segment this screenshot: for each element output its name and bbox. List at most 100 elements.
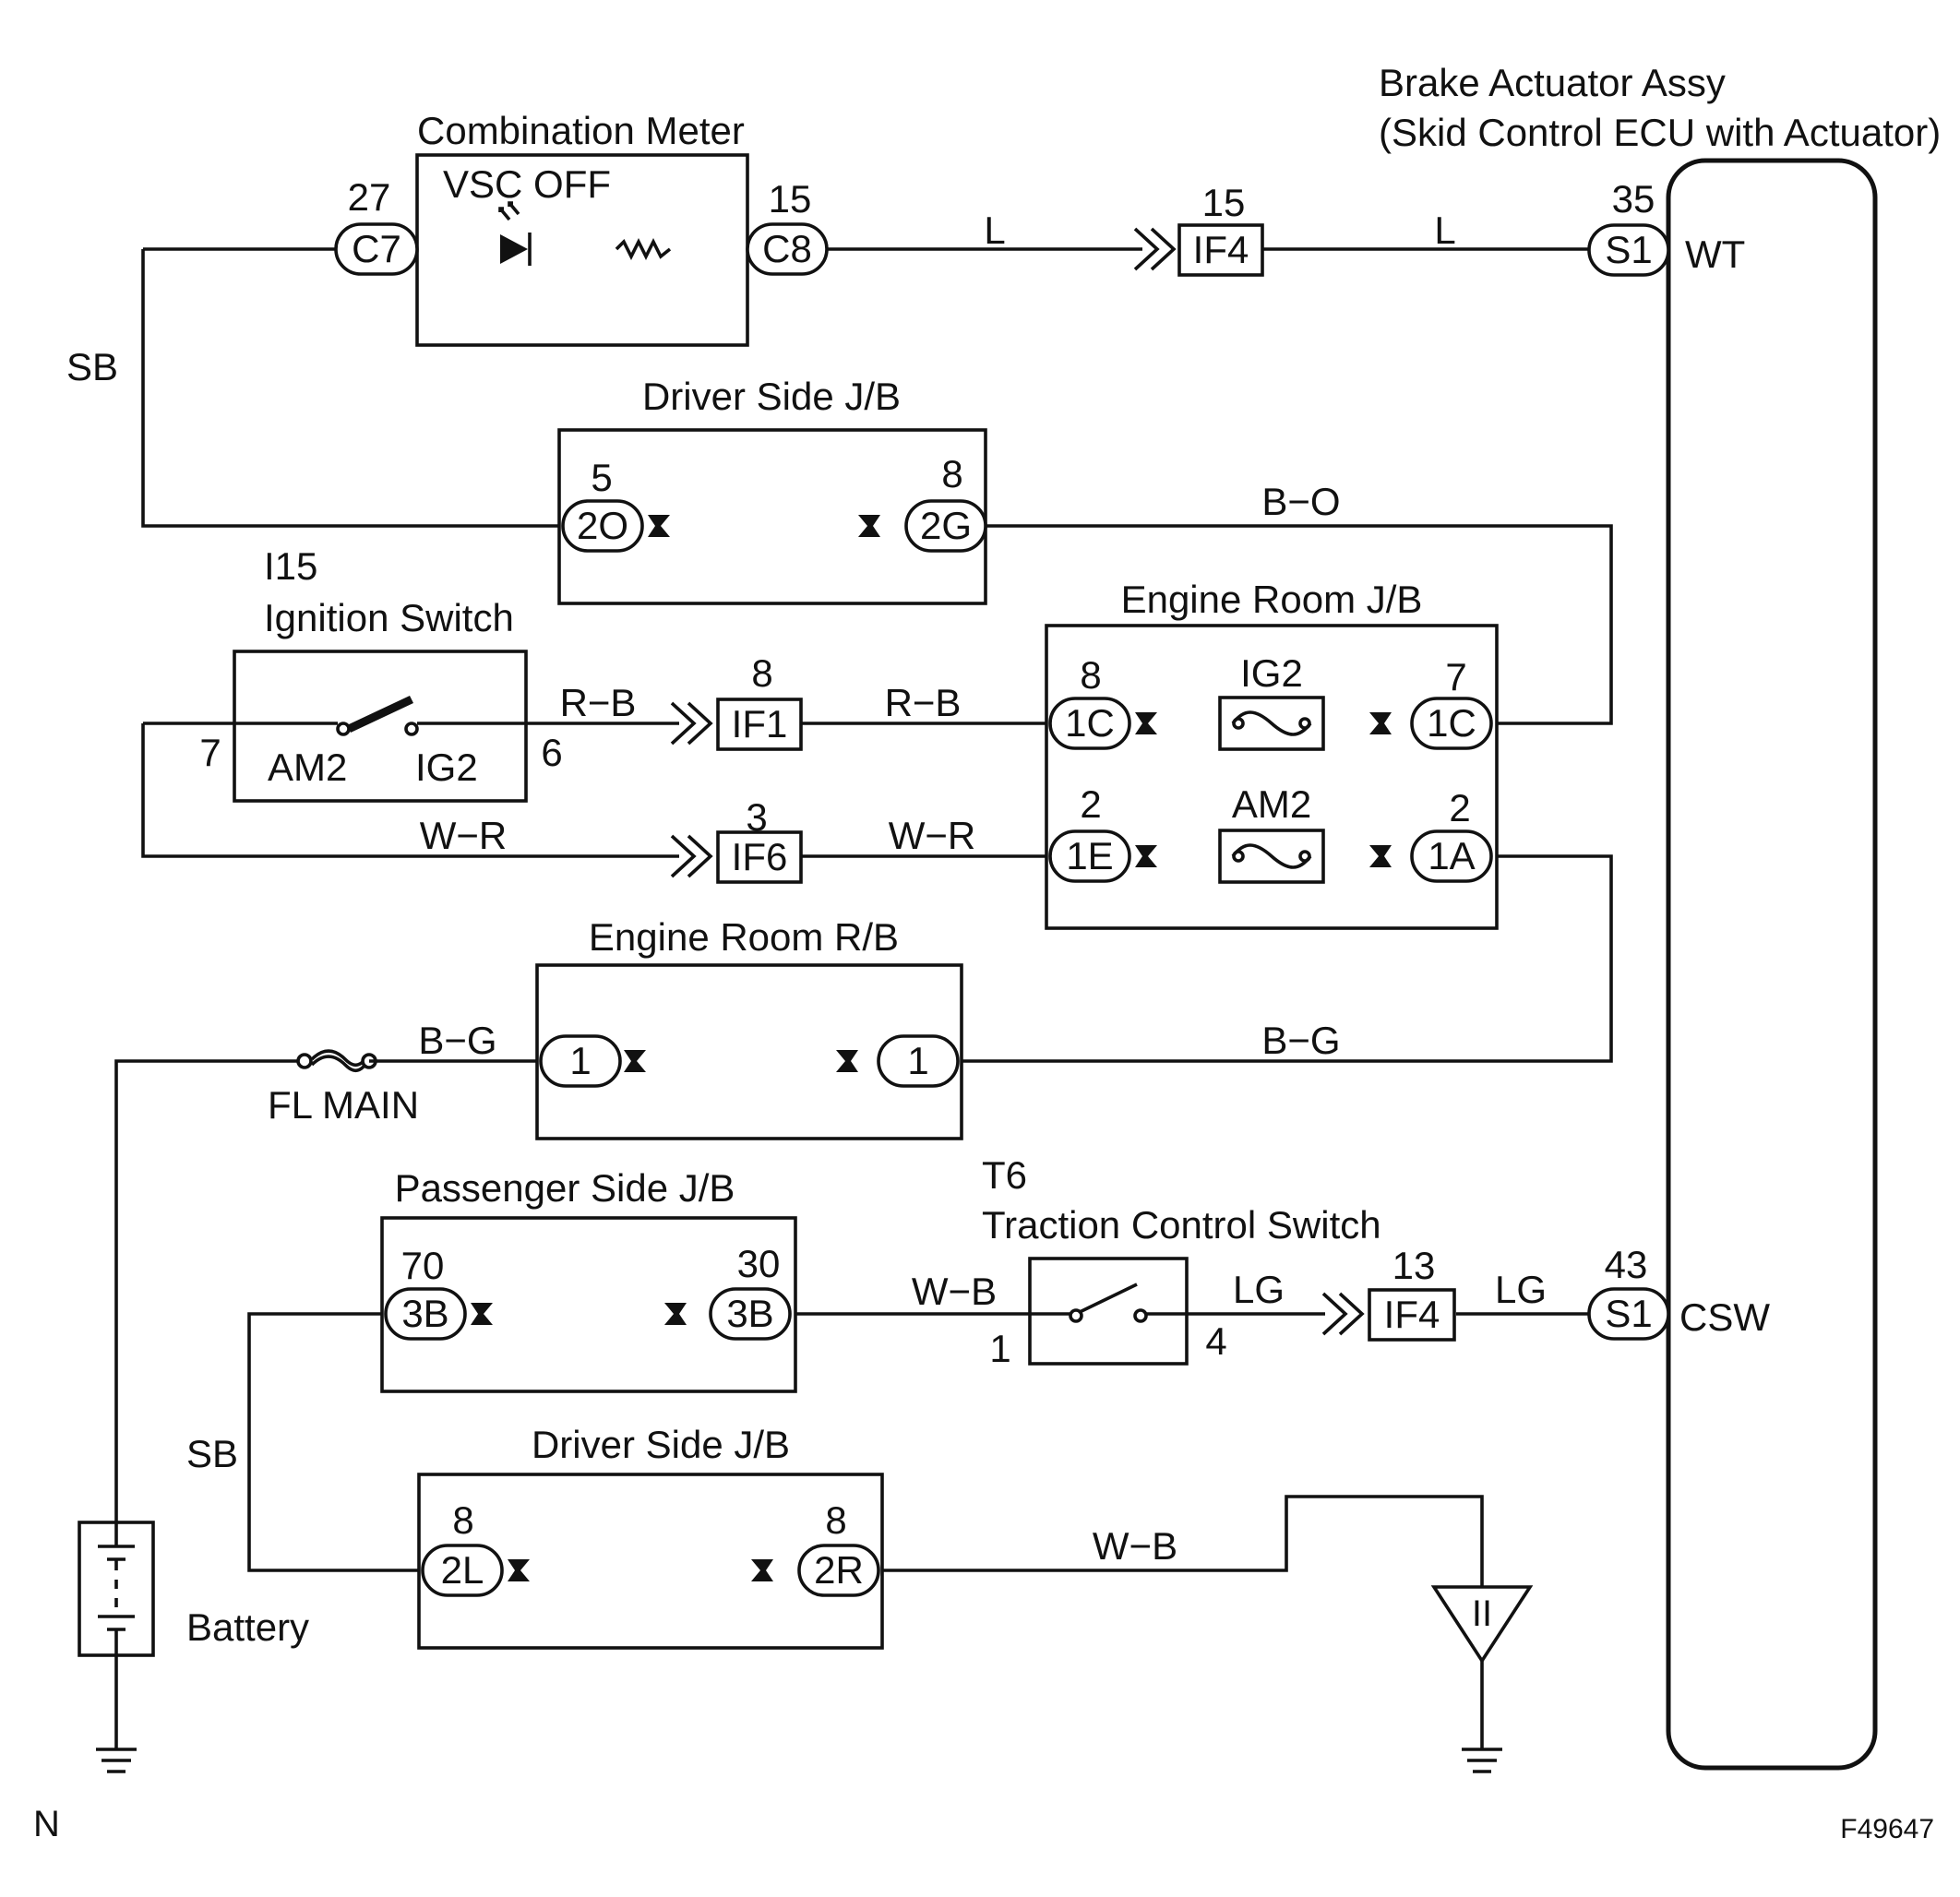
- inline-if6-box: [716, 830, 803, 884]
- fuse-am2-end-left: [1232, 850, 1245, 863]
- brake-actuator-title: Brake Actuator Assy: [1379, 61, 1726, 104]
- pin-43: 43: [1605, 1243, 1648, 1286]
- terminal-am2: AM2: [268, 746, 347, 789]
- connector-1c-right: [1410, 697, 1493, 750]
- connector-c7-label: C7: [352, 227, 401, 270]
- fuse-ig2-end-left: [1232, 717, 1245, 730]
- wire-b-o: [976, 524, 1613, 725]
- fuse-am2-icon: [1231, 843, 1312, 869]
- pin-27: 27: [348, 175, 391, 219]
- wire-label-w-r-1: W−R: [420, 814, 508, 857]
- pin-3: 3: [746, 795, 767, 839]
- connector-2r-label: 2R: [814, 1548, 864, 1592]
- connector-2g: [904, 499, 987, 553]
- wire-sb-lower: [247, 1312, 423, 1572]
- corner-code: N: [33, 1804, 60, 1844]
- fuse-am2-end-right: [1298, 850, 1311, 863]
- connector-s1-wt: [1587, 223, 1670, 277]
- pin-8-2l: 8: [452, 1498, 473, 1542]
- connector-3b-left: [384, 1287, 467, 1341]
- ground-point-label: II: [1472, 1593, 1492, 1634]
- fuse-ig2-label: IG2: [1240, 651, 1303, 695]
- passenger-jb-title: Passenger Side J/B: [395, 1166, 735, 1210]
- inline-if4-top-box: [1177, 223, 1264, 277]
- connector-2o: [561, 499, 644, 553]
- connector-rb-1-left: [539, 1034, 622, 1088]
- connector-rb-1-right-label: 1: [907, 1039, 928, 1082]
- pin-8-1c: 8: [1080, 653, 1101, 697]
- connector-rb-1-left-label: 1: [569, 1039, 591, 1082]
- wire-label-b-g-2: B−G: [1261, 1019, 1340, 1062]
- pin-2-1a: 2: [1449, 786, 1470, 829]
- driver-jb-bottom: Driver Side J/B 2L 8 2R 8: [417, 1423, 884, 1650]
- terminal-csw: CSW: [1679, 1295, 1770, 1339]
- combination-meter-box: [415, 153, 749, 347]
- battery-cells-icon: [98, 1522, 135, 1655]
- resistor-icon: [615, 237, 672, 261]
- inline-if4-bottom-box: [1368, 1288, 1456, 1342]
- wire-label-w-r-2: W−R: [889, 814, 976, 857]
- connector-c8: [746, 222, 829, 276]
- connector-1a-label: 1A: [1428, 834, 1475, 877]
- engine-room-jb: Engine Room J/B 1C 8 IG2 1C 7 1E 2 AM2 1…: [1045, 578, 1499, 930]
- pin-5: 5: [591, 456, 612, 499]
- brake-actuator: Brake Actuator Assy (Skid Control ECU wi…: [1379, 61, 1941, 1771]
- connector-1c-left-label: 1C: [1065, 701, 1115, 745]
- terminal-wt: WT: [1685, 233, 1745, 276]
- traction-switch-title: Traction Control Switch: [982, 1203, 1381, 1247]
- connector-s1-csw: [1587, 1287, 1670, 1341]
- pin-7-ign: 7: [199, 731, 221, 774]
- fuse-ig2-end-right: [1298, 717, 1311, 730]
- inline-if1: IF1 8: [670, 651, 803, 751]
- brake-actuator-subtitle: (Skid Control ECU with Actuator): [1379, 111, 1941, 154]
- engine-room-jb-title: Engine Room J/B: [1121, 578, 1423, 621]
- connector-s1-csw-label: S1: [1605, 1292, 1652, 1335]
- battery-label: Battery: [186, 1605, 309, 1649]
- terminal-ig2: IG2: [415, 746, 478, 789]
- connector-s1-wt-label: S1: [1605, 228, 1652, 271]
- connector-2g-label: 2G: [920, 504, 972, 547]
- led-rays-icon: [498, 201, 520, 221]
- connector-1c-left: [1048, 697, 1131, 750]
- pin-30: 30: [737, 1242, 781, 1285]
- wire-label-w-b-1: W−B: [912, 1270, 997, 1313]
- inline-if4-top-label: IF4: [1193, 228, 1249, 271]
- ignition-switch-box: [233, 650, 528, 803]
- fuse-am2-label: AM2: [1232, 782, 1311, 826]
- inline-if4-bottom-label: IF4: [1384, 1293, 1440, 1336]
- connector-2r: [797, 1544, 880, 1597]
- wire-label-l-1: L: [984, 209, 1005, 252]
- ignition-switch-title: Ignition Switch: [264, 596, 514, 639]
- pin-13: 13: [1392, 1244, 1436, 1287]
- traction-control-switch: T6 Traction Control Switch 1 4: [982, 1153, 1381, 1370]
- wire-w-r: [141, 723, 1048, 858]
- pin-4-traction: 4: [1205, 1319, 1226, 1363]
- battery: Battery: [78, 1521, 309, 1657]
- pin-8-if1: 8: [751, 651, 772, 695]
- inline-if4-bottom: IF4 13: [1321, 1244, 1456, 1342]
- pin-8-2g: 8: [941, 452, 962, 495]
- connector-1e-label: 1E: [1066, 834, 1113, 877]
- inline-if6-label: IF6: [732, 835, 788, 878]
- fl-main-label: FL MAIN: [268, 1083, 419, 1127]
- ground-point-ii: II: [1430, 1585, 1534, 1664]
- pin-2-1e: 2: [1080, 782, 1101, 826]
- fl-main: FL MAIN: [268, 1049, 419, 1127]
- wire-sb-top: [141, 249, 561, 528]
- connector-2l-label: 2L: [441, 1548, 484, 1592]
- figure-id: F49647: [1840, 1814, 1934, 1844]
- traction-switch-box: [1028, 1257, 1189, 1366]
- inline-if1-box: [716, 698, 803, 751]
- connector-c8-label: C8: [762, 227, 812, 270]
- wire-label-b-o: B−O: [1261, 480, 1340, 523]
- ground-battery: [96, 1748, 137, 1773]
- wire-label-sb-2: SB: [186, 1432, 238, 1475]
- combination-meter: Combination Meter VSC OFF C7 27 C8 15: [334, 109, 829, 347]
- pin-15-c8: 15: [769, 177, 812, 221]
- pin-15-if4: 15: [1202, 181, 1246, 224]
- traction-contact-1: [1069, 1308, 1083, 1323]
- combination-meter-title: Combination Meter: [417, 109, 745, 152]
- wire-label-b-g-1: B−G: [418, 1019, 496, 1062]
- fusible-link-icon: [310, 1049, 365, 1073]
- pin-35: 35: [1612, 177, 1655, 221]
